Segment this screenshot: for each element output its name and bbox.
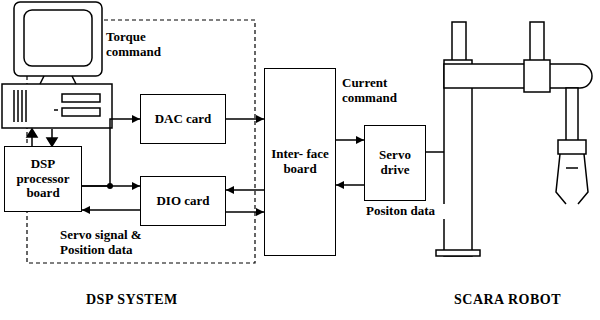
process-box: DIO card (140, 176, 226, 226)
signal-label: Torque command (104, 30, 172, 60)
signal-arrow (82, 185, 140, 187)
box-text-group: DSP processor board (9, 157, 77, 202)
box-text-group: Servo drive (369, 148, 421, 178)
scara-robot (436, 22, 592, 256)
pc-link (27, 129, 57, 146)
signal-arrow (82, 209, 140, 211)
box-label: DIO card (156, 194, 209, 209)
signal-arrow (226, 118, 264, 120)
signal-arrow (82, 119, 140, 186)
signal-label: Current command (340, 76, 414, 106)
signal-arrow (336, 139, 364, 141)
process-box: DAC card (140, 94, 226, 144)
computer-icon (2, 2, 112, 128)
box-label: DAC card (155, 112, 212, 127)
signal-label: Positon data (364, 204, 458, 219)
signal-arrow (226, 211, 264, 213)
process-box: DSP processor board (4, 146, 82, 212)
signal-arrow (336, 184, 364, 186)
box-label: DSP processor board (9, 157, 77, 202)
box-label: Servo drive (369, 148, 421, 178)
robot-wire (426, 151, 444, 153)
box-text-group: Inter- face board (269, 147, 331, 177)
process-box: Inter- face board (264, 68, 336, 256)
process-box: Servo drive (364, 125, 426, 201)
signal-label: Servo signal & Position data (58, 228, 172, 258)
section-caption: DSP SYSTEM (84, 292, 180, 308)
section-caption: SCARA ROBOT (452, 292, 563, 308)
box-text-group: DIO card (156, 194, 209, 209)
box-label: Inter- face board (269, 147, 331, 177)
signal-arrow (226, 189, 264, 191)
box-text-group: DAC card (155, 112, 212, 127)
